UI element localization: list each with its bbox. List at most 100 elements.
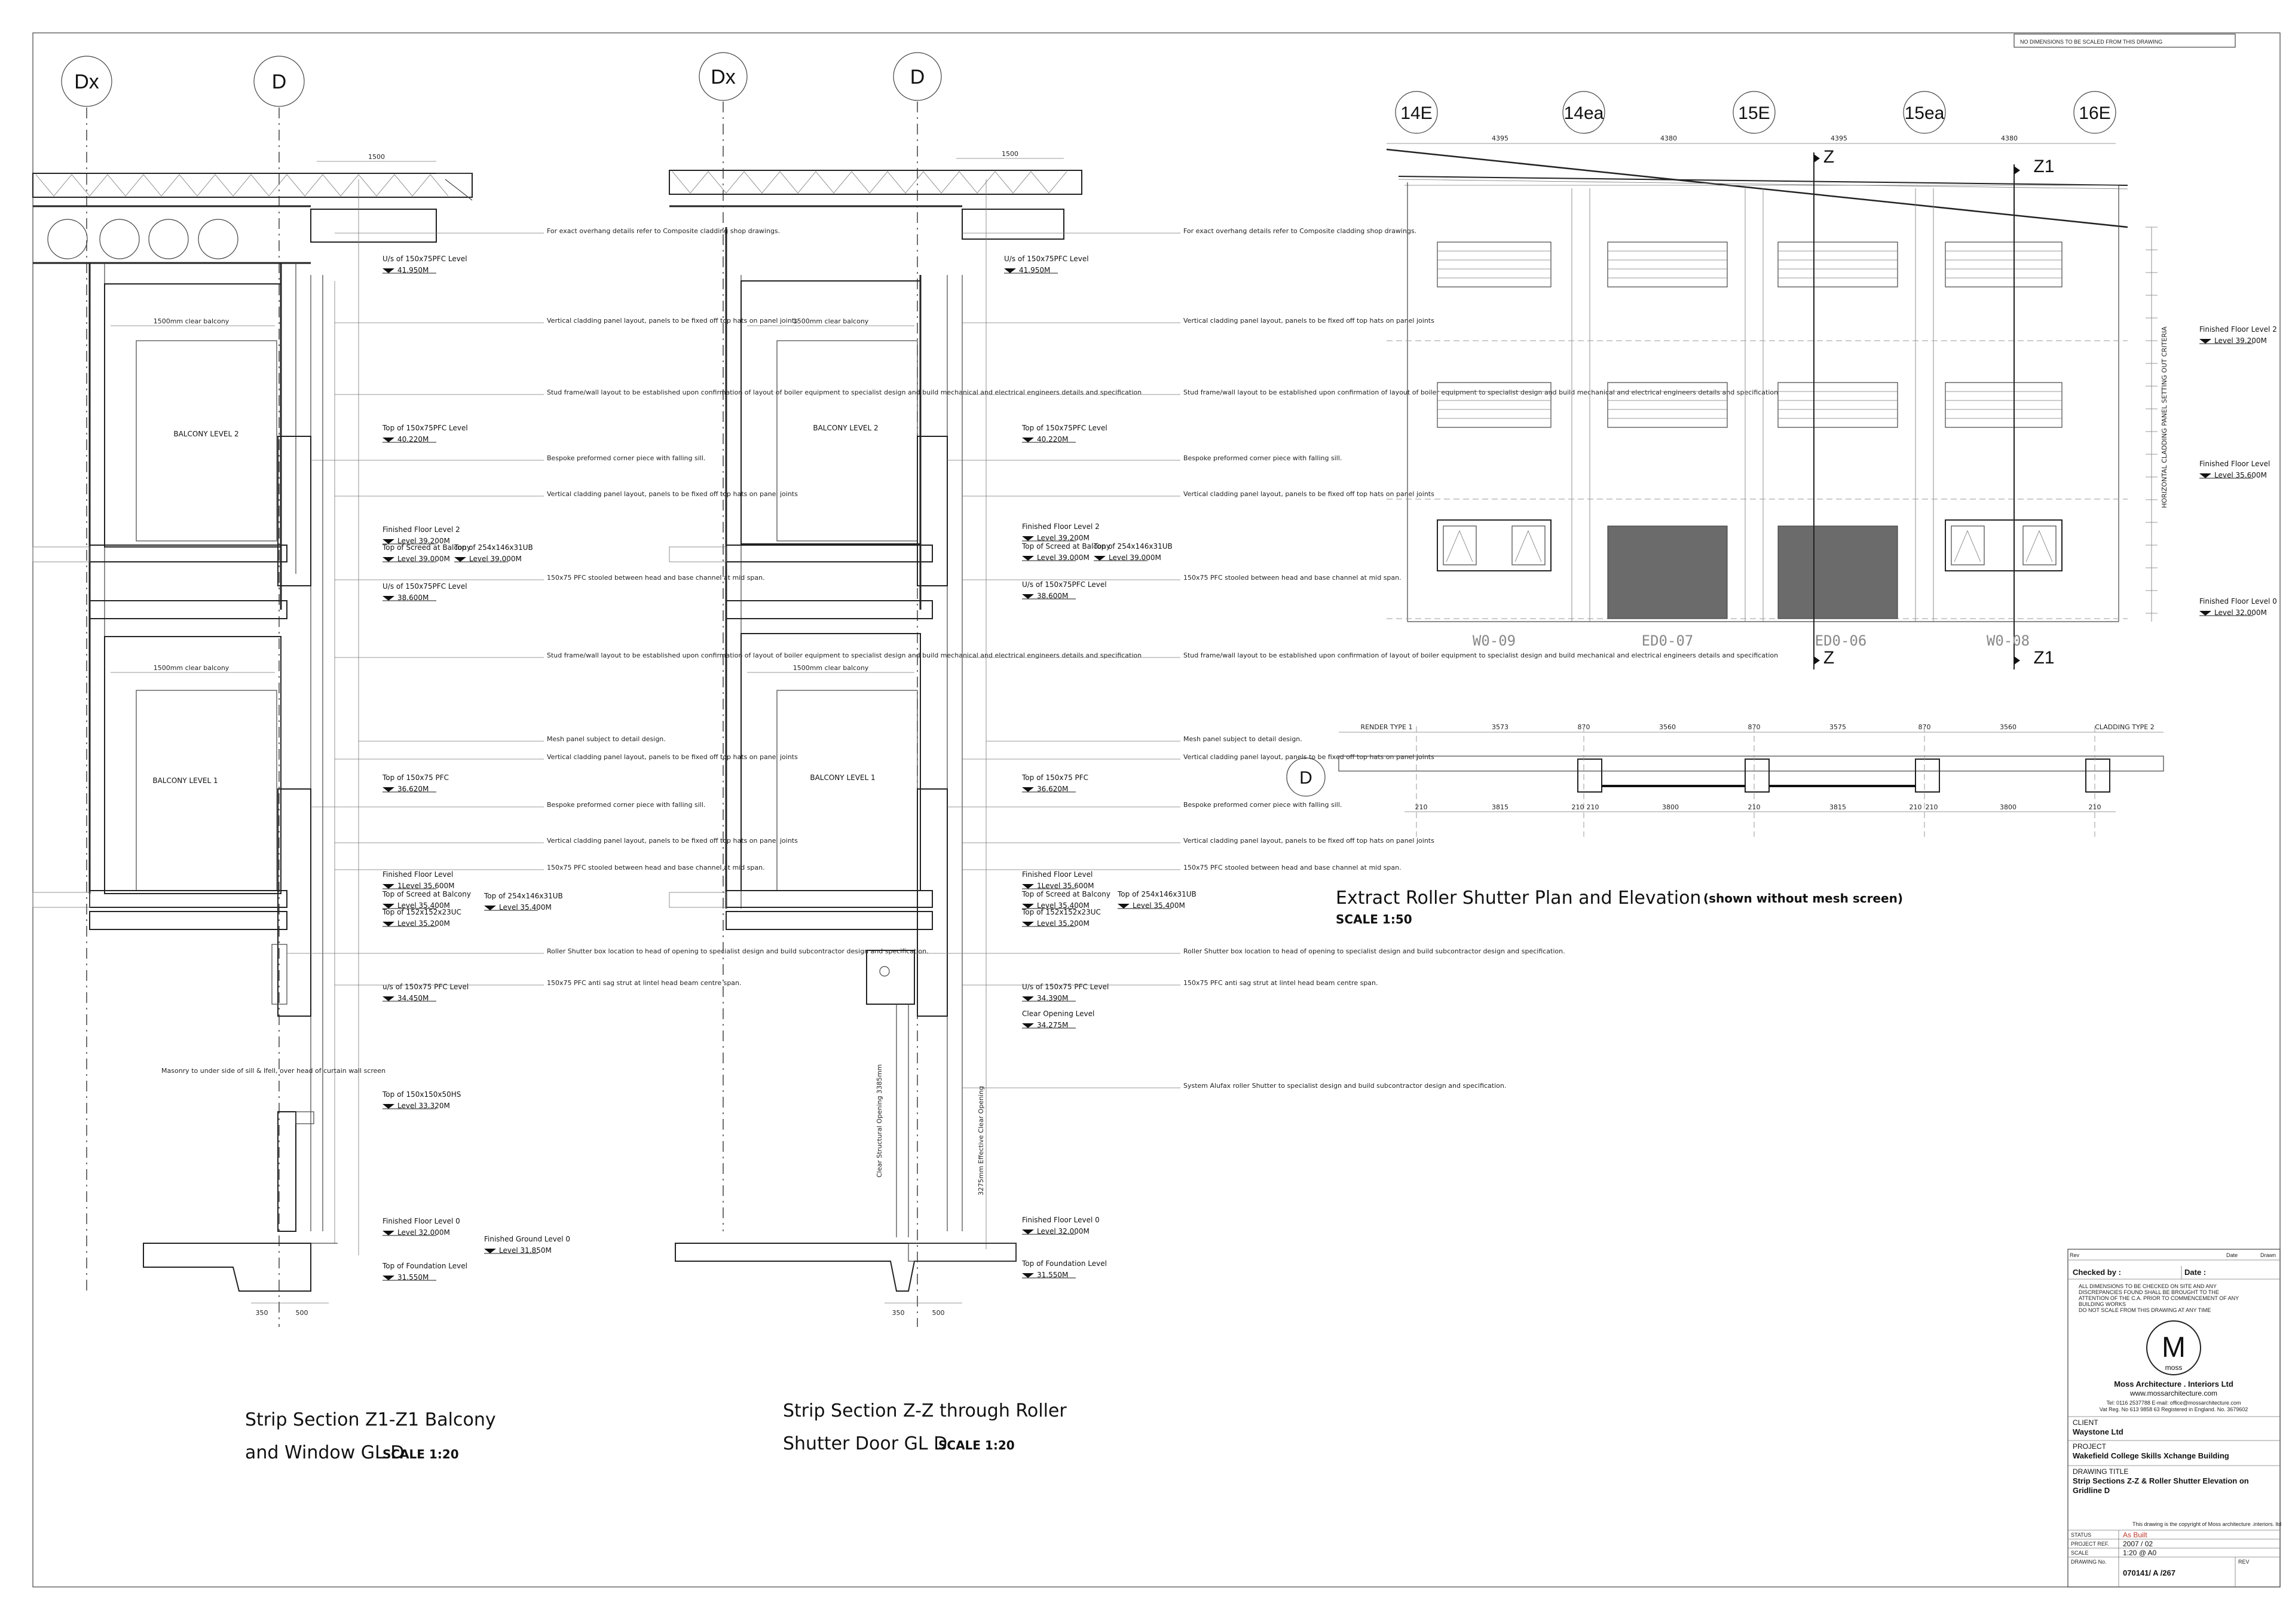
svg-text:U/s of 150x75PFC Level: U/s of 150x75PFC Level <box>1022 580 1107 589</box>
svg-text:Top of 152x152x23UC: Top of 152x152x23UC <box>1021 908 1101 916</box>
svg-text:41.950M: 41.950M <box>397 266 429 274</box>
svg-text:4380: 4380 <box>2001 134 2018 142</box>
svg-text:Bespoke preformed corner piece: Bespoke preformed corner piece with fall… <box>1183 801 1342 809</box>
svg-text:Z1: Z1 <box>2033 157 2054 176</box>
svg-text:Level 35.200M: Level 35.200M <box>1037 919 1090 928</box>
svg-text:Finished Floor Level: Finished Floor Level <box>382 870 453 879</box>
svg-text:Masonry to under side of sill: Masonry to under side of sill & Ifell, o… <box>161 1067 385 1075</box>
svg-text:150x75 PFC stooled between hea: 150x75 PFC stooled between head and base… <box>547 574 765 582</box>
svg-text:Level 35.400M: Level 35.400M <box>1037 901 1090 910</box>
section-z: Dx D 1500 1500mm clear balcony BALCONY L… <box>669 52 1082 1454</box>
svg-text:210: 210 <box>1926 803 1938 811</box>
svg-text:1500mm clear balcony: 1500mm clear balcony <box>793 664 869 672</box>
svg-text:Level 39.200M: Level 39.200M <box>1037 534 1090 542</box>
svg-text:1500mm clear balcony: 1500mm clear balcony <box>154 317 230 325</box>
svg-text:38.600M: 38.600M <box>1037 592 1068 600</box>
svg-text:Dx: Dx <box>74 71 99 93</box>
svg-text:Level 35.400M: Level 35.400M <box>397 901 450 910</box>
sheet-border <box>32 32 2281 1588</box>
svg-text:M: M <box>2162 1332 2186 1363</box>
svg-text:Vat Reg. No 613 9858 63 Regis: Vat Reg. No 613 9858 63 Registered in En… <box>2100 1406 2248 1412</box>
svg-text:40.220M: 40.220M <box>1037 435 1068 444</box>
svg-text:3573: 3573 <box>1492 723 1508 731</box>
svg-text:3815: 3815 <box>1829 803 1846 811</box>
svg-text:moss: moss <box>2165 1363 2183 1372</box>
svg-text:U/s of 150x75PFC Level: U/s of 150x75PFC Level <box>382 255 467 263</box>
svg-text:Rev: Rev <box>2070 1252 2080 1258</box>
svg-text:U/s of 150x75 PFC Level: U/s of 150x75 PFC Level <box>1022 983 1109 991</box>
svg-text:ALL DIMENSIONS TO BE CHECKED O: ALL DIMENSIONS TO BE CHECKED ON SITE AND… <box>2079 1283 2217 1289</box>
svg-text:2007 / 02: 2007 / 02 <box>2123 1540 2153 1548</box>
svg-text:Top of 254x146x31UB: Top of 254x146x31UB <box>1093 542 1173 550</box>
svg-text:210: 210 <box>1587 803 1599 811</box>
svg-text:D: D <box>1299 768 1312 788</box>
svg-text:3800: 3800 <box>2000 803 2016 811</box>
svg-text:Top of 254x146x31UB: Top of 254x146x31UB <box>484 892 563 900</box>
svg-text:U/s of 150x75PFC Level: U/s of 150x75PFC Level <box>382 582 467 591</box>
svg-text:1Level 35.600M: 1Level 35.600M <box>1037 882 1094 890</box>
section-z1-levels: U/s of 150x75PFC Level 41.950M Top of 150… <box>382 255 570 1282</box>
svg-text:BUILDING WORKS: BUILDING WORKS <box>2079 1301 2126 1307</box>
svg-text:Bespoke preformed corner piece: Bespoke preformed corner piece with fall… <box>547 454 705 462</box>
louvre-middle-row <box>1437 382 2063 428</box>
svg-text:Level 39.000M: Level 39.000M <box>397 555 450 563</box>
svg-text:350: 350 <box>892 1309 905 1317</box>
louvre-upper-row <box>1437 241 2063 288</box>
svg-text:Top of 150x150x50HS: Top of 150x150x50HS <box>382 1090 461 1099</box>
svg-text:W0-09: W0-09 <box>1473 632 1516 649</box>
svg-text:14E: 14E <box>1400 103 1432 123</box>
svg-text:System Alufax roller Shutter t: System Alufax roller Shutter to speciali… <box>1183 1082 1506 1090</box>
svg-text:HORIZONTAL CLADDING PANEL SETT: HORIZONTAL CLADDING PANEL SETTING OUT CR… <box>2161 326 2168 508</box>
svg-text:Level 39.200M: Level 39.200M <box>397 537 450 545</box>
svg-text:Top of 254x146x31UB: Top of 254x146x31UB <box>454 543 533 552</box>
svg-text:36.620M: 36.620M <box>1037 785 1068 793</box>
svg-text:Bespoke preformed corner piece: Bespoke preformed corner piece with fall… <box>547 801 705 809</box>
svg-text:15E: 15E <box>1738 103 1770 123</box>
svg-text:BALCONY LEVEL 2: BALCONY LEVEL 2 <box>173 430 238 438</box>
svg-text:1500mm clear balcony: 1500mm clear balcony <box>793 317 869 325</box>
svg-text:4395: 4395 <box>1492 134 1508 142</box>
svg-text:34.390M: 34.390M <box>1037 994 1068 1002</box>
svg-text:BALCONY LEVEL 1: BALCONY LEVEL 1 <box>152 776 218 785</box>
elevation-grid-14ea: 14ea <box>1562 91 1605 134</box>
svg-text:Top of 150x75 PFC: Top of 150x75 PFC <box>382 773 449 782</box>
roller-shutter-ed0-06 <box>1777 525 1898 619</box>
svg-text:ED0-06: ED0-06 <box>1815 632 1867 649</box>
grid-bubble-d: D <box>253 56 305 107</box>
svg-text:Date: Date <box>2226 1252 2238 1258</box>
svg-text:PROJECT REF.: PROJECT REF. <box>2071 1541 2109 1547</box>
grid-bubble-d-2: D <box>893 52 942 101</box>
svg-text:Finished Ground Level 0: Finished Ground Level 0 <box>484 1235 570 1243</box>
elevation: 14E 14ea 15E 15ea 16E 4395 4380 4395 438… <box>1386 91 2277 669</box>
svg-text:15ea: 15ea <box>1905 103 1945 123</box>
svg-text:Z: Z <box>1823 147 1834 167</box>
svg-text:1:20 @ A0: 1:20 @ A0 <box>2123 1549 2157 1557</box>
svg-text:Stud frame/wall layout to be e: Stud frame/wall layout to be established… <box>1183 389 1778 396</box>
plan-scale: SCALE 1:50 <box>1336 912 1412 926</box>
svg-text:Finished Floor Level 2: Finished Floor Level 2 <box>1022 522 1100 531</box>
svg-text:Level 35.200M: Level 35.200M <box>397 919 450 928</box>
svg-text:Vertical cladding panel layout: Vertical cladding panel layout, panels t… <box>547 317 798 325</box>
svg-text:Level 32.000M: Level 32.000M <box>1037 1227 1090 1235</box>
elevation-grid-15e: 15E <box>1733 91 1776 134</box>
svg-text:CLADDING TYPE 2: CLADDING TYPE 2 <box>2095 723 2155 731</box>
svg-text:Vertical cladding panel layout: Vertical cladding panel layout, panels t… <box>547 753 798 761</box>
svg-text:500: 500 <box>296 1309 308 1317</box>
section-z-scale: SCALE 1:20 <box>938 1438 1015 1452</box>
svg-text:SCALE: SCALE <box>2071 1550 2089 1556</box>
svg-text:Level 32.000M: Level 32.000M <box>397 1228 450 1237</box>
svg-text:Dx: Dx <box>711 66 736 88</box>
svg-text:Level 39.000M: Level 39.000M <box>1037 553 1090 562</box>
no-scale-note: NO DIMENSIONS TO BE SCALED FROM THIS DRA… <box>2020 39 2162 45</box>
svg-text:Vertical cladding panel layout: Vertical cladding panel layout, panels t… <box>1183 837 1434 845</box>
svg-text:40.220M: 40.220M <box>397 435 429 444</box>
grid-bubble-dx: Dx <box>61 56 112 107</box>
svg-text:BALCONY LEVEL 1: BALCONY LEVEL 1 <box>810 773 875 782</box>
svg-text:Z: Z <box>1823 648 1834 668</box>
elevation-grid-15ea: 15ea <box>1903 91 1946 134</box>
svg-text:38.600M: 38.600M <box>397 594 429 602</box>
svg-text:www.mossarchitecture.com: www.mossarchitecture.com <box>2129 1389 2217 1397</box>
svg-text:16E: 16E <box>2079 103 2110 123</box>
